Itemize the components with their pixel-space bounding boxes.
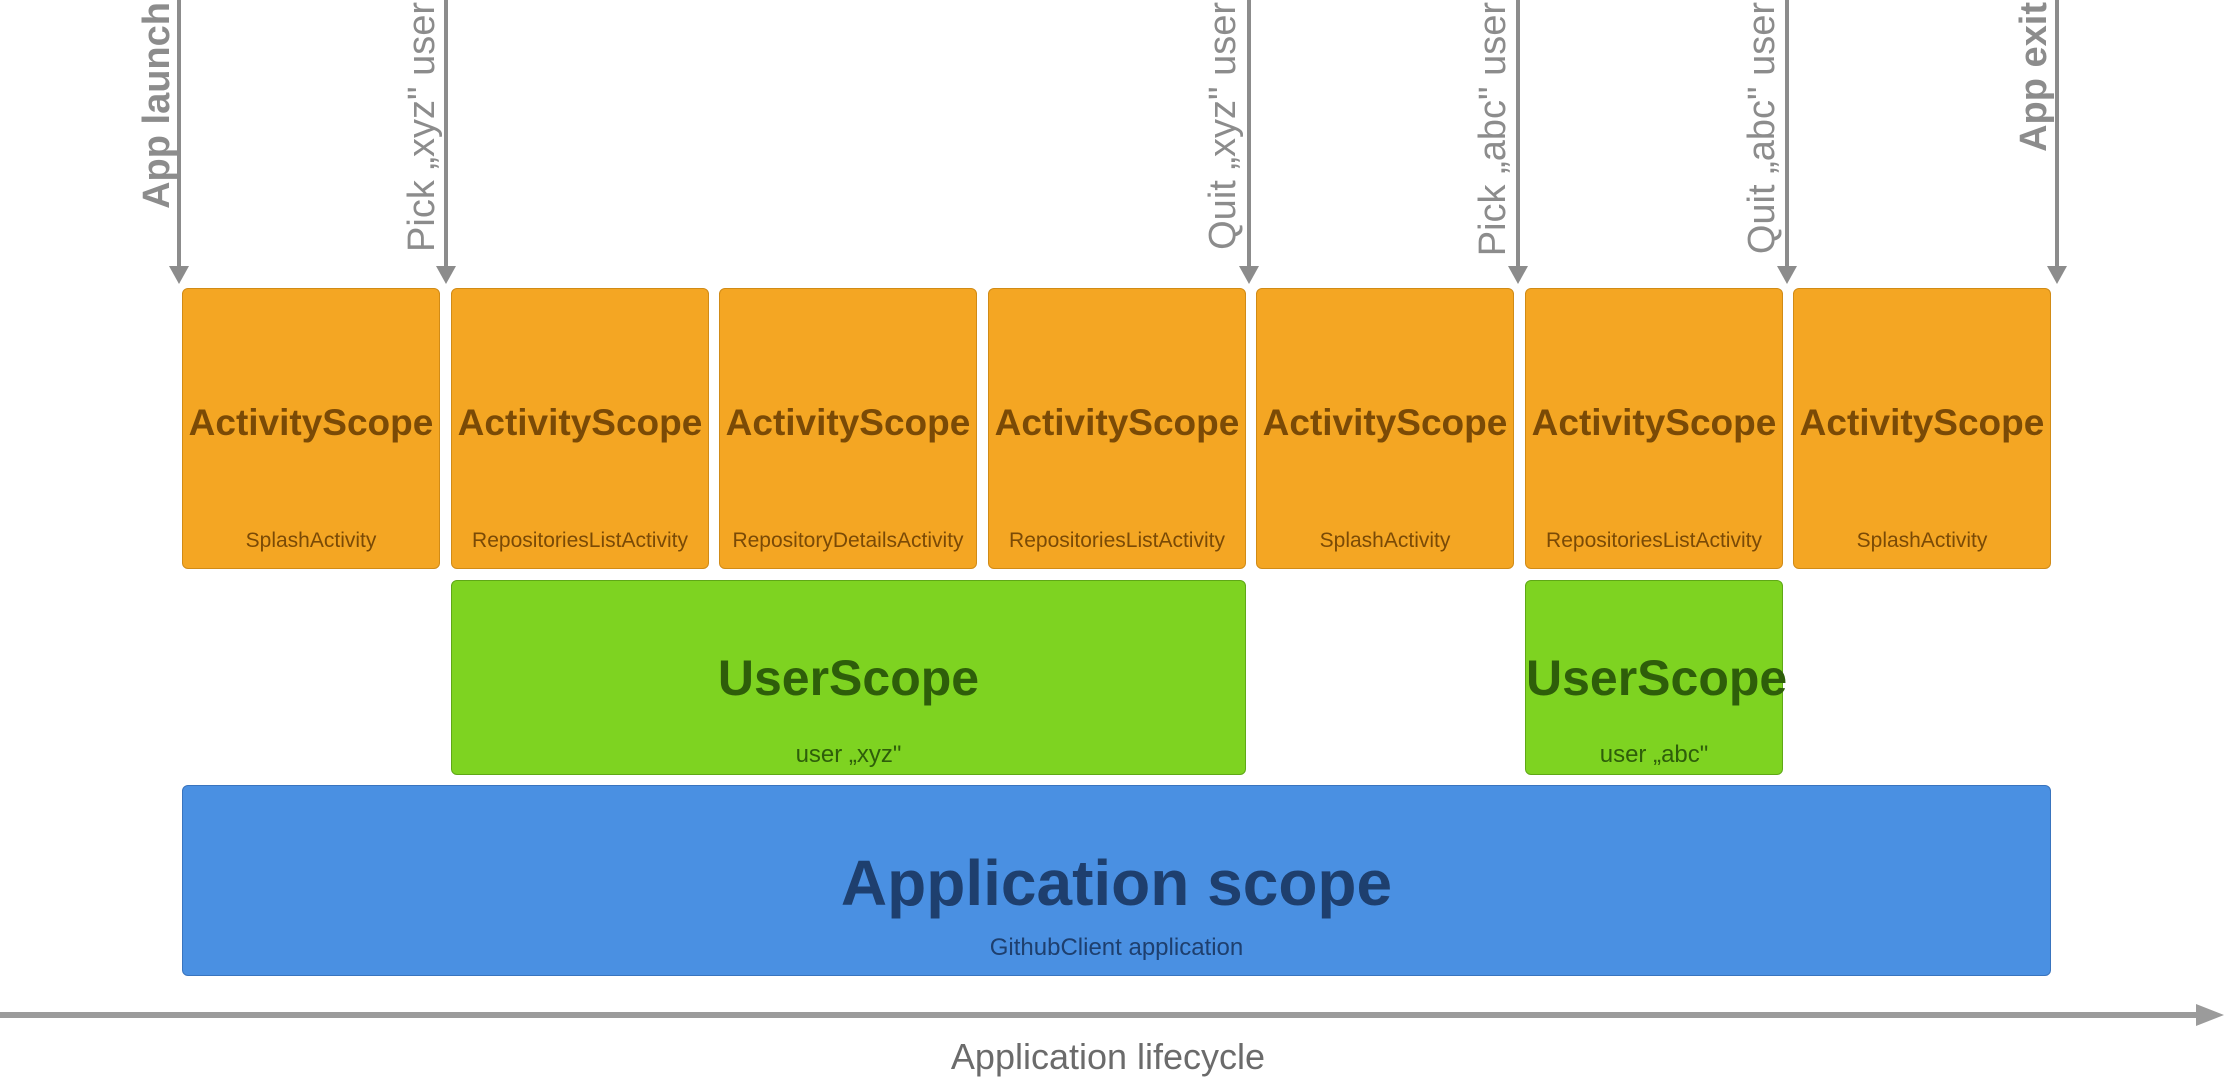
activity-scope-title: ActivityScope: [994, 402, 1240, 443]
activity-scope-subtitle: RepositoriesListActivity: [472, 529, 688, 552]
event-label-quit-abc: Quit „abc" user: [1741, 2, 1783, 255]
activity-scope-subtitle: RepositoriesListActivity: [1546, 529, 1762, 552]
user-scope-subtitle: user „abc": [1599, 741, 1709, 768]
event-label-app-launch: App launch: [136, 2, 178, 209]
application-scope-title: Application scope: [840, 847, 1393, 919]
activity-scope-2: ActivityScope RepositoriesListActivity: [451, 288, 709, 569]
event-label-pick-xyz: Pick „xyz" user: [401, 2, 443, 252]
activity-scope-subtitle: SplashActivity: [1319, 529, 1451, 552]
activity-scope-3: ActivityScope RepositoryDetailsActivity: [719, 288, 977, 569]
arrow-down-icon: [1508, 266, 1528, 284]
activity-scope-title: ActivityScope: [725, 402, 971, 443]
event-arrow-pick-abc: [1508, 0, 1528, 284]
user-scope-title: UserScope: [717, 650, 980, 706]
application-scope: Application scope GithubClient applicati…: [182, 785, 2051, 976]
activity-scope-subtitle: RepositoryDetailsActivity: [732, 529, 964, 552]
user-scope-abc: UserScope user „abc": [1525, 580, 1788, 775]
activity-scope-title: ActivityScope: [1531, 402, 1777, 443]
activity-scope-title: ActivityScope: [188, 402, 434, 443]
event-label-app-exit: App exit: [2013, 2, 2055, 152]
activity-scope-title: ActivityScope: [457, 402, 703, 443]
lifecycle-timeline: [0, 1012, 2200, 1018]
event-label-pick-abc: Pick „abc" user: [1472, 2, 1514, 257]
user-scope-subtitle: user „xyz": [795, 741, 902, 768]
activity-scope-1: ActivityScope SplashActivity: [182, 288, 440, 569]
activity-scope-subtitle: RepositoriesListActivity: [1009, 529, 1225, 552]
arrow-down-icon: [169, 266, 189, 284]
event-arrow-quit-xyz: [1239, 0, 1259, 284]
event-label-quit-xyz: Quit „xyz" user: [1202, 2, 1244, 250]
activity-scope-subtitle: SplashActivity: [1856, 529, 1988, 552]
arrow-down-icon: [436, 266, 456, 284]
activity-scope-title: ActivityScope: [1799, 402, 2045, 443]
arrow-down-icon: [1777, 266, 1797, 284]
application-scope-subtitle: GithubClient application: [989, 934, 1244, 961]
event-arrow-quit-abc: [1777, 0, 1797, 284]
user-scope-title: UserScope: [1526, 650, 1788, 706]
activity-scope-title: ActivityScope: [1262, 402, 1508, 443]
activity-scope-6: ActivityScope RepositoriesListActivity: [1525, 288, 1783, 569]
activity-scope-7: ActivityScope SplashActivity: [1793, 288, 2051, 569]
activity-scope-4: ActivityScope RepositoriesListActivity: [988, 288, 1246, 569]
event-arrow-app-launch: [169, 0, 189, 284]
user-scope-xyz: UserScope user „xyz": [451, 580, 1246, 775]
event-arrow-app-exit: [2047, 0, 2067, 284]
arrow-down-icon: [1239, 266, 1259, 284]
timeline-label: Application lifecycle: [950, 1036, 1266, 1077]
event-arrow-pick-xyz: [436, 0, 456, 284]
arrow-down-icon: [2047, 266, 2067, 284]
arrow-right-icon: [2196, 1004, 2224, 1026]
activity-scope-5: ActivityScope SplashActivity: [1256, 288, 1514, 569]
activity-scope-subtitle: SplashActivity: [245, 529, 377, 552]
